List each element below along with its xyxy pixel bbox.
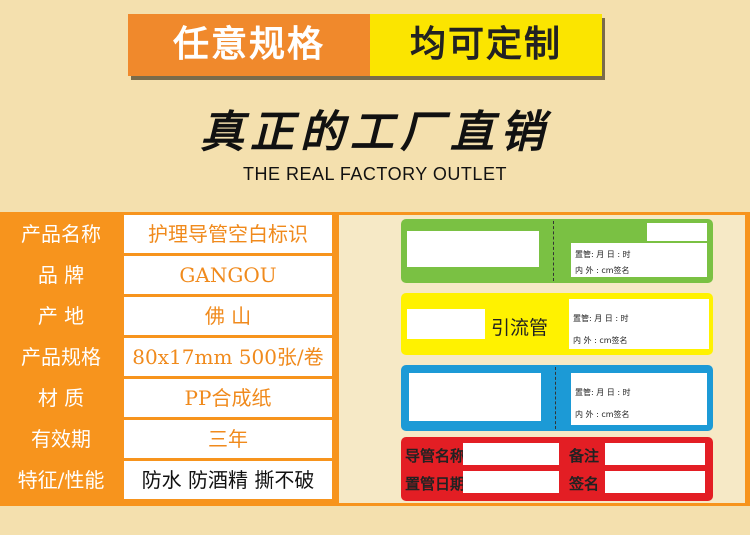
spec-row: 材 质 PP合成纸 <box>0 379 336 417</box>
spec-label: 品 牌 <box>2 256 120 294</box>
spec-label: 有效期 <box>2 420 120 458</box>
spec-row: 产 地 佛 山 <box>0 297 336 335</box>
blue-label: 置管: 月 日 : 时 内 外 : cm签名 <box>401 365 713 431</box>
green-label: 置管: 月 日 : 时 内 外 : cm签名 <box>401 219 713 283</box>
nursing-info-box: 置管: 月 日 : 时 内 外 : cm签名 <box>571 373 707 425</box>
headline: 真正的工厂直销 <box>200 107 550 158</box>
yellow-label: 引流管 置管: 月 日 : 时 内 外 : cm签名 <box>401 293 713 355</box>
spec-value: PP合成纸 <box>124 379 332 417</box>
spec-value: 三年 <box>124 420 332 458</box>
drainage-tube-title: 引流管 <box>491 317 549 339</box>
subheadline: THE REAL FACTORY OUTLET <box>243 164 507 184</box>
spec-value: GANGOU <box>124 256 332 294</box>
spec-value: 佛 山 <box>124 297 332 335</box>
nursing-info-box: 置管: 月 日 : 时 内 外 : cm签名 <box>571 243 707 277</box>
spec-table: 产品名称 护理导管空白标识 品 牌 GANGOU 产 地 佛 山 产品规格 80… <box>0 212 336 509</box>
spec-row: 品 牌 GANGOU <box>0 256 336 294</box>
nursing-info-box: 置管: 月 日 : 时 内 外 : cm签名 <box>569 299 709 349</box>
spec-row: 特征/性能 防水 防酒精 撕不破 <box>0 461 336 499</box>
red-label: 导管名称 置管日期 备注 签名 <box>401 437 713 501</box>
spec-label: 特征/性能 <box>2 461 120 499</box>
spec-row: 有效期 三年 <box>0 420 336 458</box>
spec-label: 材 质 <box>2 379 120 417</box>
spec-value: 护理导管空白标识 <box>124 215 332 253</box>
blank-write-area <box>407 309 485 339</box>
spec-row: 产品名称 护理导管空白标识 <box>0 215 336 253</box>
spec-label: 产 地 <box>2 297 120 335</box>
label-samples-panel: 置管: 月 日 : 时 内 外 : cm签名 引流管 置管: 月 日 : 时 内… <box>336 212 750 506</box>
customization-banner: 任意规格 均可定制 <box>128 14 602 76</box>
spec-value: 80x17mm 500张/卷 <box>124 338 332 376</box>
blank-write-area <box>407 231 539 267</box>
spec-row: 产品规格 80x17mm 500张/卷 <box>0 338 336 376</box>
spec-value: 防水 防酒精 撕不破 <box>124 461 332 499</box>
spec-label: 产品规格 <box>2 338 120 376</box>
banner-any-size: 任意规格 <box>128 14 370 76</box>
blank-write-area <box>409 373 541 421</box>
spec-label: 产品名称 <box>2 215 120 253</box>
banner-customizable: 均可定制 <box>370 14 602 76</box>
